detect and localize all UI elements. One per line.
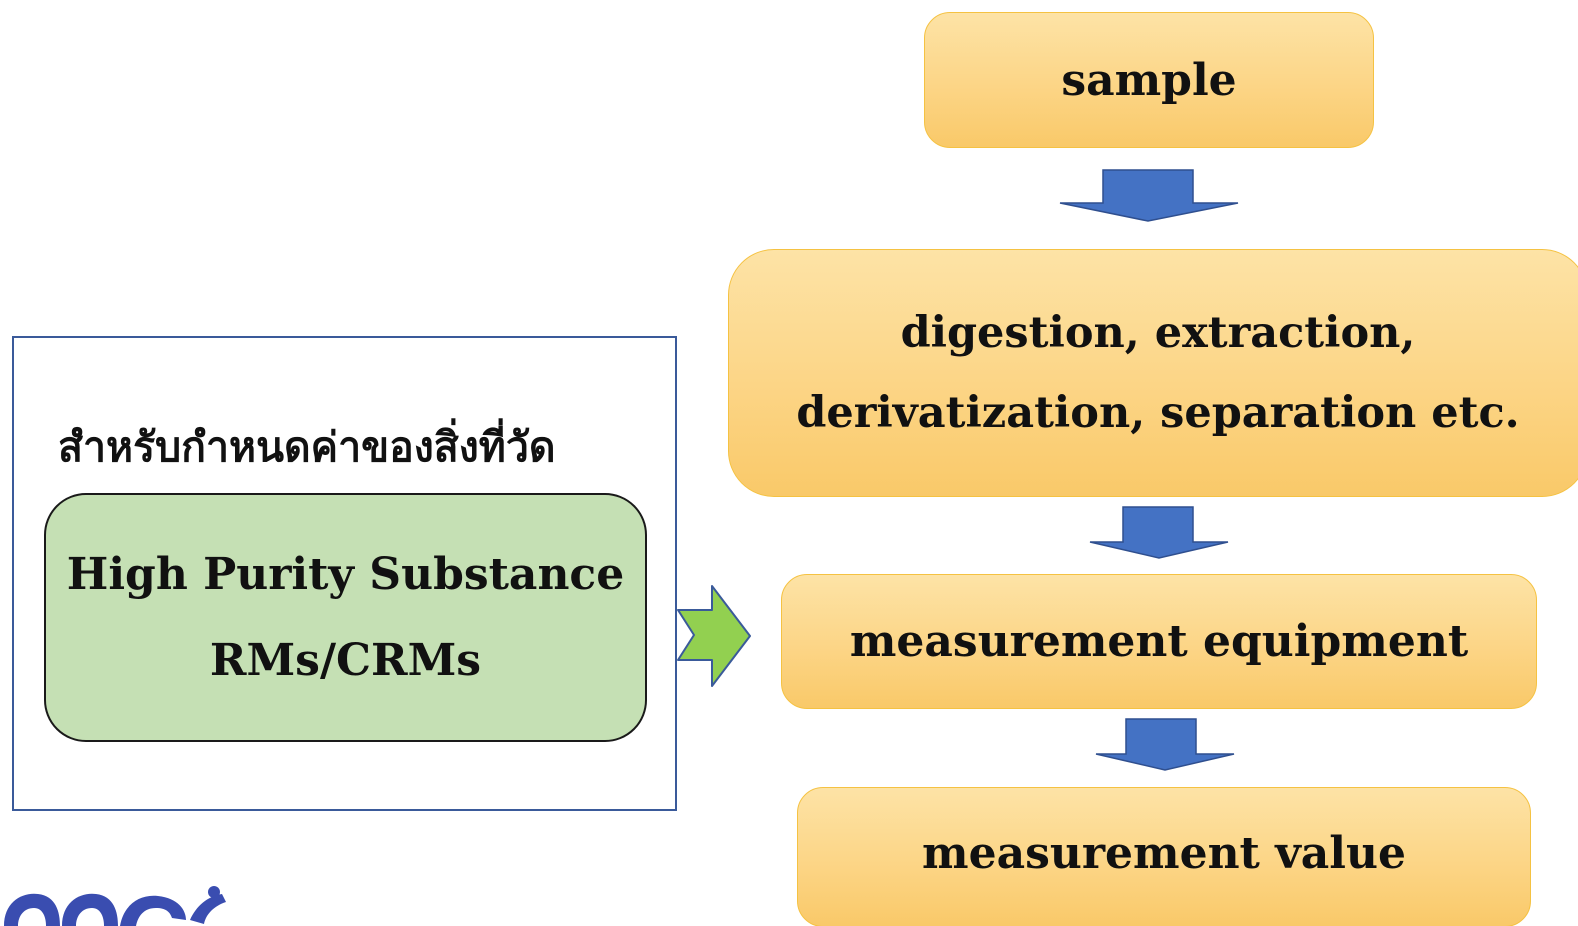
standards-caption: สำหรับกำหนดค่าของสิ่งที่วัด xyxy=(58,423,556,471)
down-arrow-icon xyxy=(1089,506,1229,559)
standards-line-1: High Purity Substance xyxy=(66,548,625,600)
measurement-equipment-label: measurement equipment xyxy=(849,616,1469,667)
logo-fragment xyxy=(4,886,226,926)
preparation-line-2: derivatization, separation etc. xyxy=(796,388,1520,438)
sample-preparation-box: digestion, extraction, derivatization, s… xyxy=(728,249,1578,497)
right-arrow-icon xyxy=(677,585,751,687)
standards-line-2: RMs/CRMs xyxy=(209,635,482,687)
sample-box: sample xyxy=(924,12,1374,148)
preparation-line-1: digestion, extraction, xyxy=(900,308,1416,358)
high-purity-substance-box: High Purity Substance RMs/CRMs xyxy=(44,493,647,742)
measurement-value-box: measurement value xyxy=(797,787,1531,926)
measurement-equipment-box: measurement equipment xyxy=(781,574,1537,709)
down-arrow-icon xyxy=(1059,169,1239,222)
down-arrow-icon xyxy=(1095,718,1235,771)
measurement-value-label: measurement value xyxy=(922,827,1406,879)
sample-label: sample xyxy=(1061,54,1237,106)
